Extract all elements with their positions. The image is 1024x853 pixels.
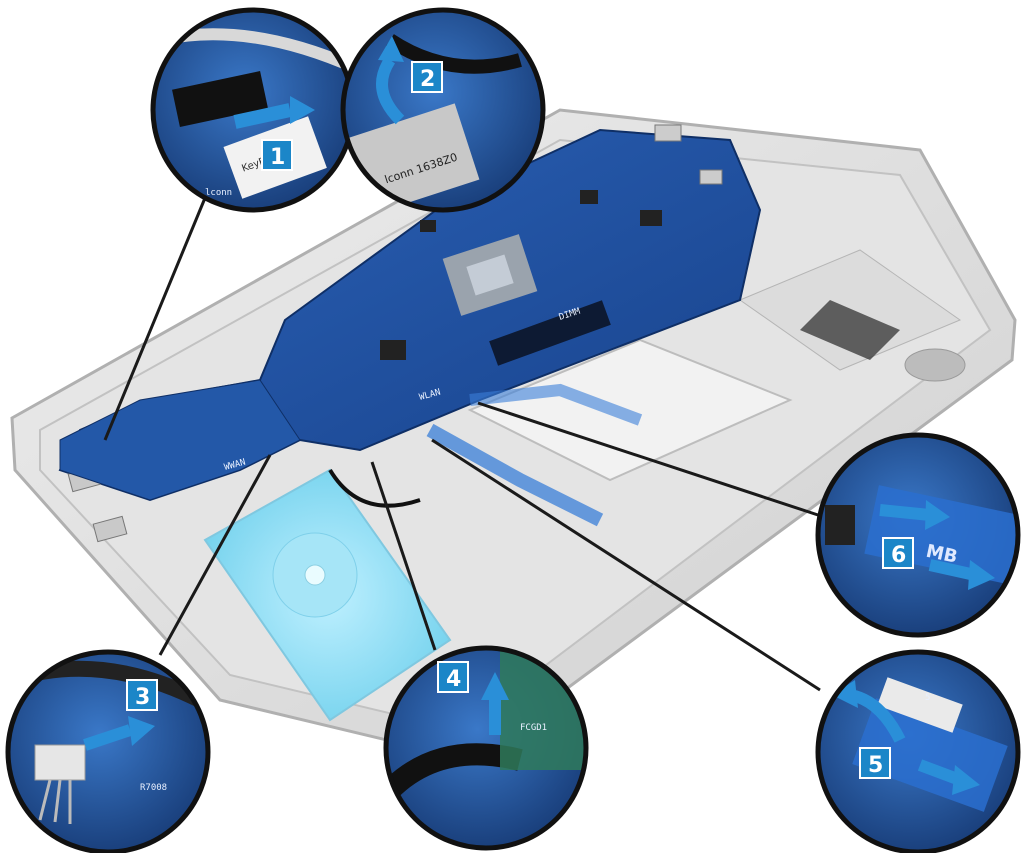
step-number-4: 4: [446, 667, 461, 692]
zoom3-pcb-text: R7008: [140, 783, 167, 793]
zoom1-pcb-text: lconn: [205, 188, 232, 198]
step-number-6: 6: [891, 543, 906, 568]
zoom5-pcb-text: 5: [925, 693, 930, 703]
step-badge-1: [261, 139, 293, 171]
arrow-right-icon: [968, 560, 995, 590]
leader-line-1: [103, 197, 207, 441]
hard-drive: [203, 468, 452, 722]
leader-line-4: [370, 461, 437, 651]
arrow-left-icon: [832, 680, 858, 708]
zoom-callout-6: MB 6: [815, 432, 1021, 638]
arrow-right-icon: [290, 96, 315, 124]
step-number-2: 2: [420, 67, 435, 92]
step-number-1: 1: [270, 145, 285, 170]
zoom-callout-5: 5 5: [815, 649, 1021, 853]
motherboard: WWAN WLAN DIMM: [58, 124, 762, 543]
step-badge-3: [126, 679, 158, 711]
arrow-up-icon: [481, 672, 509, 700]
leader-lines: [103, 197, 821, 692]
step-number-3: 3: [135, 685, 150, 710]
step-number-5: 5: [868, 753, 883, 778]
zoom-callout-3: R7008 3: [5, 649, 211, 853]
zoom-callout-2: lconn 1638Z0 2: [340, 7, 546, 213]
arrow-right-icon: [128, 716, 155, 746]
arrow-right-icon: [925, 500, 950, 530]
leader-line-5: [431, 438, 821, 692]
step-badge-4: [437, 661, 469, 693]
zoom4-pcb-text: FCGD1: [520, 723, 547, 733]
leader-line-6: [477, 401, 819, 517]
zoom-callout-1: KeyB lconn 1: [150, 7, 356, 213]
step-badge-6: [882, 537, 914, 569]
arrow-up-icon: [378, 36, 404, 62]
leader-line-3: [158, 454, 272, 656]
step-badge-2: [411, 61, 443, 93]
flex-cables: [328, 383, 643, 527]
arrow-right-icon: [952, 765, 980, 795]
step-badge-5: [859, 747, 891, 779]
